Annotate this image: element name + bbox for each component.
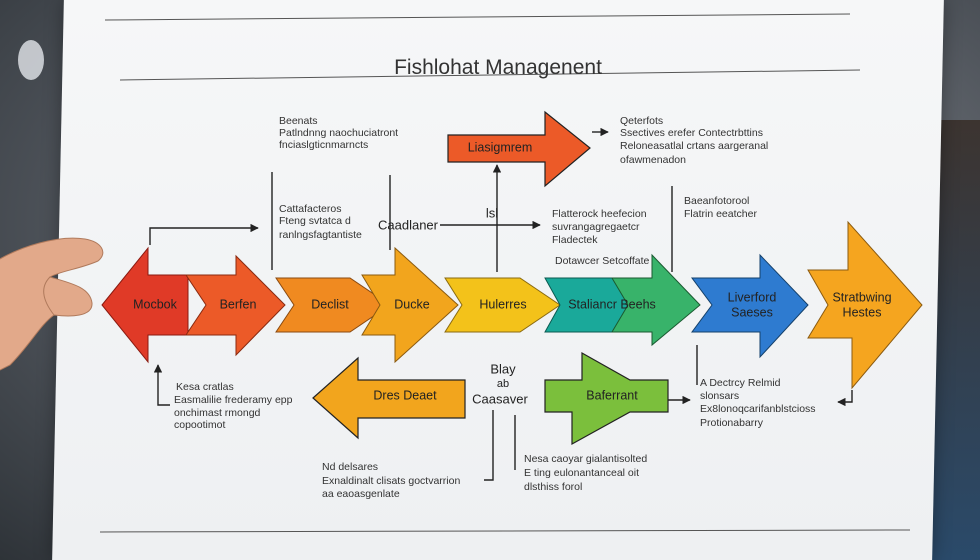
svg-text:E ting eulonantanceal oit: E ting eulonantanceal oit <box>524 467 639 479</box>
arrow-liverford <box>691 253 809 359</box>
arrow-berfen <box>185 254 286 357</box>
label-isl: lsl <box>486 205 498 220</box>
svg-text:Ssectives erefer Contectrbttin: Ssectives erefer Contectrbttins <box>620 127 763 139</box>
svg-text:Qeterfots: Qeterfots <box>620 115 663 127</box>
arrow-ducke <box>361 246 459 364</box>
arrow-label: Dres Deaet <box>373 388 437 402</box>
label-blay: Blay <box>490 361 516 376</box>
label-ab: ab <box>497 378 509 390</box>
note-top-left: Beenats Patlndnng naochuciatront fnciasl… <box>279 115 398 151</box>
arrow-label: Liverford <box>728 290 777 304</box>
rule-bottom <box>99 529 911 533</box>
note-top-right: Qeterfots Ssectives erefer Contectrbttin… <box>620 115 768 166</box>
background-lamp <box>18 40 44 80</box>
arrow-label: Hestes <box>843 305 882 319</box>
svg-text:Baeanfotorool: Baeanfotorool <box>684 195 749 207</box>
svg-text:copootimot: copootimot <box>174 419 225 431</box>
svg-text:Nd delsares: Nd delsares <box>322 461 378 473</box>
svg-text:Kesa cratlas: Kesa cratlas <box>176 381 234 393</box>
arrow-dres-deaet <box>312 356 466 440</box>
svg-text:Beenats: Beenats <box>279 115 318 127</box>
svg-text:Exnaldinalt clisats goctvarrio: Exnaldinalt clisats goctvarrion <box>322 475 460 487</box>
arrow-label: Staliancr Beehs <box>568 297 656 311</box>
rule-top <box>104 13 851 21</box>
svg-text:A Dectrcy Relmid: A Dectrcy Relmid <box>700 377 781 389</box>
svg-text:Flatrin eeatcher: Flatrin eeatcher <box>684 208 757 220</box>
arrow-staliancr-head <box>611 253 701 347</box>
svg-text:Reloneasatlal crtans aargerana: Reloneasatlal crtans aargeranal <box>620 140 768 152</box>
arrow-hulerres <box>444 277 561 333</box>
arrow-baferrant <box>544 351 669 446</box>
connector <box>149 223 259 245</box>
note-bottom-middle: Nesa caoyar gialantisolted E ting eulona… <box>524 453 647 493</box>
svg-text:Fteng svtatca d: Fteng svtatca d <box>279 215 351 227</box>
arrow-stratbwing <box>807 220 923 390</box>
svg-text:fnciaslgticnmarncts: fnciaslgticnmarncts <box>279 139 368 151</box>
arrow-declist <box>275 277 391 333</box>
svg-text:Easmalilie frederamy epp: Easmalilie frederamy epp <box>174 394 293 406</box>
note-bottom-left: Kesa cratlas Easmalilie frederamy epp on… <box>174 381 293 431</box>
svg-text:aa eaoasgenlate: aa eaoasgenlate <box>322 488 400 500</box>
svg-text:dlsthiss forol: dlsthiss forol <box>524 481 582 493</box>
svg-text:Flatterock heefecion: Flatterock heefecion <box>552 208 647 220</box>
svg-text:ranlngsfagtantiste: ranlngsfagtantiste <box>279 229 362 241</box>
svg-text:Nesa caoyar gialantisolted: Nesa caoyar gialantisolted <box>524 453 647 465</box>
svg-text:ofawmenadon: ofawmenadon <box>620 154 686 166</box>
arrow-label: Ducke <box>394 297 429 311</box>
svg-text:Cattafacteros: Cattafacteros <box>279 203 341 215</box>
page-title: Fishlohat Managenent <box>394 56 602 79</box>
svg-text:Protionabarry: Protionabarry <box>700 417 764 429</box>
label-caasaver: Caasaver <box>472 391 528 406</box>
svg-text:slonsars: slonsars <box>700 390 739 402</box>
arrow-label: Baferrant <box>586 388 638 402</box>
svg-text:Patlndnng naochuciatront: Patlndnng naochuciatront <box>279 127 398 139</box>
arrow-label: Saeses <box>731 305 773 319</box>
rule-title <box>119 69 861 81</box>
label-dotawcer: Dotawcer Setcoffate <box>555 255 650 267</box>
connector <box>837 390 853 407</box>
arrow-label: Liasigmrem <box>468 140 533 154</box>
svg-text:suvrangagregaetcr: suvrangagregaetcr <box>552 221 640 233</box>
arrow-label: Hulerres <box>479 297 526 311</box>
arrow-mocbok <box>101 246 189 364</box>
hand <box>0 237 104 371</box>
note-mid-right: Baeanfotorool Flatrin eeatcher <box>684 195 757 220</box>
arrow-liasigmrem <box>447 110 591 188</box>
arrow-label: Berfen <box>220 297 257 311</box>
label-caadlaner: Caadlaner <box>378 217 439 232</box>
arrow-label: Declist <box>311 297 349 311</box>
arrow-label: Mocbok <box>133 297 178 311</box>
svg-text:Fladectek: Fladectek <box>552 234 598 246</box>
connector <box>153 364 170 406</box>
svg-text:Ex8lonoqcarifanblstcioss: Ex8lonoqcarifanblstcioss <box>700 403 816 415</box>
svg-text:onchimast rmongd: onchimast rmongd <box>174 407 261 419</box>
connector <box>484 410 494 481</box>
note-bottom-center: Nd delsares Exnaldinalt clisats goctvarr… <box>322 461 460 500</box>
note-bottom-right: A Dectrcy Relmid slonsars Ex8lonoqcarifa… <box>700 377 816 429</box>
note-mid-center: Flatterock heefecion suvrangagregaetcr F… <box>552 208 647 246</box>
note-mid-left: Cattafacteros Fteng svtatca d ranlngsfag… <box>279 203 362 241</box>
arrow-label: Stratbwing <box>832 290 891 304</box>
